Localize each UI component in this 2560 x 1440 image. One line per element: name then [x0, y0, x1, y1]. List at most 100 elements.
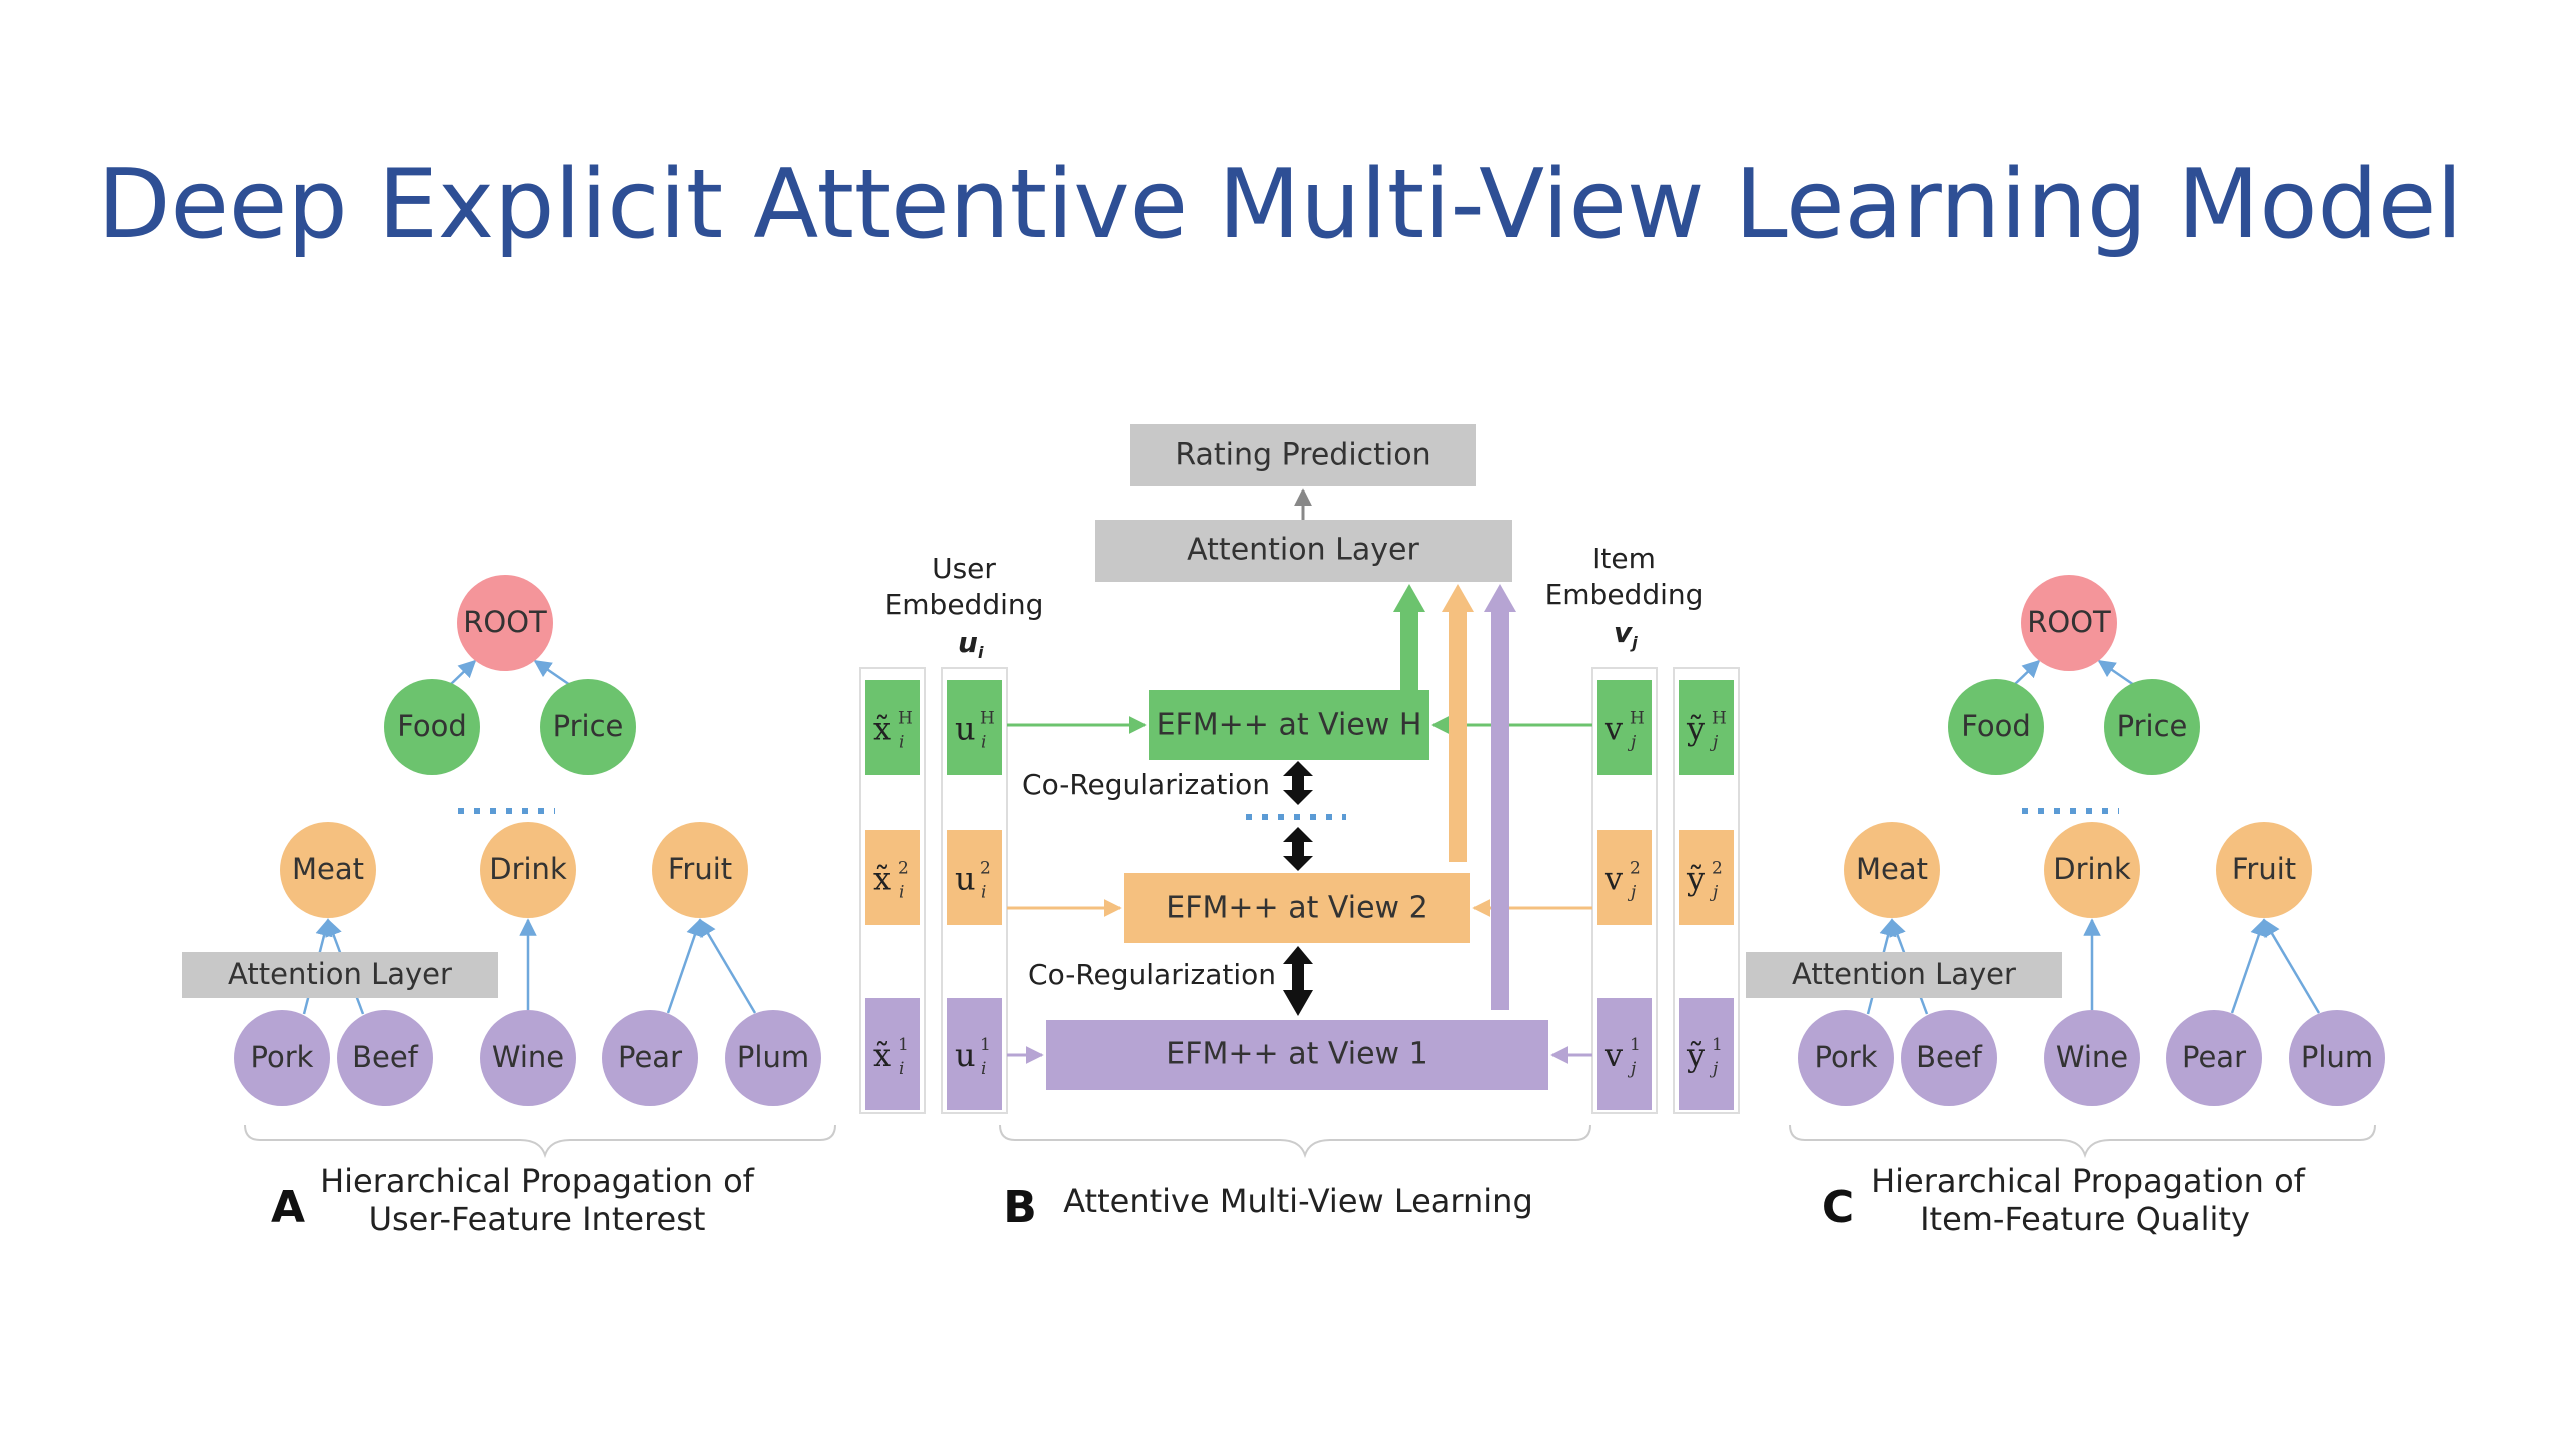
emb-sub-v-h: j — [1627, 733, 1637, 753]
drink-label: Drink — [2053, 852, 2131, 886]
emb-sub-v-1: j — [1627, 1059, 1637, 1079]
beef-label: Beef — [352, 1040, 419, 1074]
panel-c-caption-line2: Item-Feature Quality — [1920, 1200, 2250, 1238]
meat-node — [1844, 822, 1940, 918]
brace-c — [1789, 1124, 2376, 1159]
emb-cell-xt-h — [865, 680, 920, 775]
emb-sub-xt-1: i — [899, 1059, 904, 1079]
item-yt-column — [1673, 667, 1740, 1114]
item-v-column — [1591, 667, 1658, 1114]
food-node — [1948, 679, 2044, 775]
emb-sup-u-h: H — [980, 709, 995, 729]
emb-cell-u-1 — [947, 998, 1002, 1110]
meat-node — [280, 822, 376, 918]
root-label: ROOT — [463, 605, 547, 639]
efm-view-2-label: EFM++ at View 2 — [1166, 891, 1427, 926]
user-embedding-line1: User — [932, 552, 996, 585]
tree-attention-layer-label: Attention Layer — [1792, 957, 2016, 991]
emb-symbol-u-h: u — [955, 710, 976, 748]
emb-sub-xt-2: i — [899, 883, 904, 903]
root-node — [457, 575, 553, 671]
emb-sup-yt-2: 2 — [1712, 859, 1723, 879]
emb-sup-v-2: 2 — [1630, 859, 1641, 879]
item-embedding-line1: Item — [1592, 542, 1656, 575]
emb-symbol-yt-1: ỹ — [1686, 1036, 1705, 1074]
user-u-column — [941, 667, 1008, 1114]
efm-view-h-label: EFM++ at View H — [1157, 708, 1422, 743]
attention-layer-label: Attention Layer — [1187, 533, 1419, 568]
tree-attention-layer-box — [1746, 952, 2062, 998]
edge-pear-fruit — [666, 918, 704, 1014]
emb-sup-yt-1: 1 — [1712, 1035, 1723, 1055]
brace-b — [999, 1124, 1591, 1159]
efm-view-1-label: EFM++ at View 1 — [1166, 1037, 1427, 1072]
slide-title: Deep Explicit Attentive Multi-View Learn… — [97, 150, 2463, 260]
root-label: ROOT — [2027, 605, 2111, 639]
co-regularization-label-top: Co-Regularization — [1022, 768, 1270, 801]
edge-price-root — [2097, 659, 2135, 687]
emb-symbol-yt-2: ỹ — [1686, 860, 1705, 898]
efm-view-h-box — [1149, 690, 1429, 760]
co-regularization-label-bottom: Co-Regularization — [1028, 958, 1276, 991]
emb-sub-u-1: i — [981, 1059, 986, 1079]
meat-label: Meat — [292, 852, 364, 886]
pear-label: Pear — [618, 1040, 682, 1074]
user-embedding-symbol: ui — [958, 626, 984, 662]
food-node — [384, 679, 480, 775]
price-label: Price — [2117, 709, 2188, 743]
pear-node — [2166, 1010, 2262, 1106]
wine-label: Wine — [492, 1040, 564, 1074]
emb-symbol-xt-h: x̃ — [873, 710, 891, 748]
emb-symbol-u-1: u — [955, 1036, 976, 1074]
emb-sup-u-2: 2 — [980, 859, 991, 879]
tree-attention-layer-box — [182, 952, 498, 998]
emb-sub-yt-1: j — [1709, 1059, 1719, 1079]
pork-node — [234, 1010, 330, 1106]
emb-sup-yt-h: H — [1712, 709, 1727, 729]
fruit-node — [652, 822, 748, 918]
item-embedding-line2: Embedding — [1545, 578, 1704, 611]
tree-attention-layer-label: Attention Layer — [228, 957, 452, 991]
emb-cell-u-2 — [947, 830, 1002, 925]
fat-arrow-view-h — [1393, 584, 1425, 690]
beef-node — [337, 1010, 433, 1106]
fat-arrow-view-2 — [1442, 584, 1474, 862]
emb-cell-v-h — [1597, 680, 1652, 775]
emb-sub-u-h: i — [981, 733, 986, 753]
emb-cell-yt-2 — [1679, 830, 1734, 925]
rating-prediction-box — [1130, 424, 1476, 486]
drink-node — [480, 822, 576, 918]
edge-food-root — [2013, 659, 2041, 686]
food-label: Food — [397, 709, 467, 743]
emb-symbol-v-2: v — [1604, 860, 1623, 898]
efm-view-1-box — [1046, 1020, 1548, 1090]
drink-label: Drink — [489, 852, 567, 886]
price-label: Price — [553, 709, 624, 743]
pork-label: Pork — [1815, 1040, 1878, 1074]
emb-symbol-xt-1: x̃ — [873, 1036, 891, 1074]
panel-c-letter: C — [1822, 1182, 1854, 1233]
wine-label: Wine — [2056, 1040, 2128, 1074]
item-embedding-symbol: vj — [1614, 616, 1638, 652]
panel-b-caption: Attentive Multi-View Learning — [1063, 1182, 1533, 1220]
emb-sub-yt-2: j — [1709, 883, 1719, 903]
panel-b-multiview: Rating Prediction Attention Layer User E… — [859, 424, 1740, 1114]
panel-a-letter: A — [271, 1182, 305, 1233]
edge-food-root — [449, 659, 477, 686]
plum-node — [725, 1010, 821, 1106]
price-node — [540, 679, 636, 775]
food-label: Food — [1961, 709, 2031, 743]
emb-cell-u-h — [947, 680, 1002, 775]
pear-node — [602, 1010, 698, 1106]
emb-cell-xt-2 — [865, 830, 920, 925]
emb-symbol-yt-h: ỹ — [1686, 710, 1705, 748]
emb-symbol-u-2: u — [955, 860, 976, 898]
emb-symbol-v-h: v — [1604, 710, 1623, 748]
edge-pear-fruit — [2230, 918, 2268, 1014]
fat-arrow-view-1 — [1484, 584, 1516, 1010]
coreg-double-arrow-1 — [1283, 761, 1313, 805]
user-embedding-line2: Embedding — [885, 588, 1044, 621]
panel-b-letter: B — [1003, 1182, 1037, 1233]
